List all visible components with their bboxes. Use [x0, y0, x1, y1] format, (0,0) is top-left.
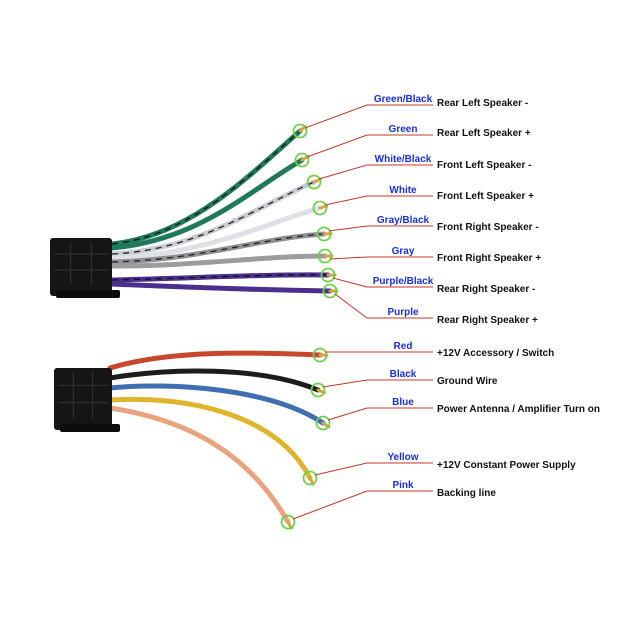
leader-line: [334, 293, 433, 319]
wire-color-label: Gray: [392, 246, 415, 257]
marker-circle: [294, 152, 310, 168]
marker-circle: [317, 248, 333, 264]
wire-insulation: [109, 253, 328, 269]
leader-line: [327, 407, 433, 421]
marker-circle: [312, 200, 328, 216]
bottom-connector: [54, 368, 120, 432]
marker-circle: [302, 470, 318, 486]
wire-function-label: Rear Left Speaker -: [437, 98, 528, 109]
leaders-layer: [280, 104, 433, 530]
marker-circle: [312, 347, 328, 363]
wire-function-label: Backing line: [437, 488, 496, 499]
wire-color-label: Red: [394, 341, 413, 352]
wire-insulation: [107, 350, 323, 371]
connector-body: [50, 238, 112, 296]
leader-line: [324, 195, 433, 206]
wire-color-label: Gray/Black: [377, 215, 430, 226]
marker-circle: [320, 267, 336, 283]
wire-insulation: [107, 396, 313, 481]
wire-color-label: Green/Black: [374, 94, 433, 105]
wire-color-label: Purple: [387, 307, 419, 318]
wire-stripe: [111, 130, 301, 245]
wire-function-label: Rear Right Speaker +: [437, 315, 538, 326]
leader-line: [304, 104, 433, 129]
wire-top-green-black: [109, 124, 307, 247]
wire-function-label: Ground Wire: [437, 376, 498, 387]
connector-latch: [60, 424, 120, 432]
wire-bottom-red: [107, 350, 329, 371]
wire-insulation: [109, 128, 303, 247]
wire-top-purple: [109, 281, 339, 294]
wire-insulation: [109, 281, 333, 294]
wire-function-label: +12V Accessory / Switch: [437, 348, 554, 359]
wire-insulation: [107, 405, 291, 525]
leader-line: [322, 379, 433, 388]
wire-function-label: Rear Left Speaker +: [437, 128, 531, 139]
wire-function-label: Front Left Speaker +: [437, 191, 534, 202]
marker-circle: [316, 226, 332, 242]
wire-color-label: Purple/Black: [373, 276, 434, 287]
marker-circle: [280, 514, 296, 530]
leader-line: [329, 256, 433, 260]
wire-function-label: Front Right Speaker +: [437, 253, 541, 264]
wire-insulation: [109, 179, 317, 257]
marker-circle: [310, 382, 326, 398]
wire-function-label: +12V Constant Power Supply: [437, 460, 576, 471]
wire-insulation: [107, 368, 321, 393]
wire-stripe: [111, 233, 325, 263]
wire-insulation: [107, 383, 326, 426]
wire-top-purple-black: [109, 272, 337, 283]
marker-circle: [315, 415, 331, 431]
wire-color-label: Black: [390, 369, 417, 380]
wire-function-label: Rear Right Speaker -: [437, 284, 535, 295]
wire-color-label: White: [389, 185, 417, 196]
leader-line: [292, 490, 433, 520]
marker-circle: [306, 174, 322, 190]
top-connector: [50, 238, 120, 298]
leader-line: [314, 462, 433, 476]
wire-color-label: Blue: [392, 397, 414, 408]
connectors-layer: [50, 238, 120, 432]
leader-line: [306, 134, 433, 158]
wire-function-label: Front Right Speaker -: [437, 222, 539, 233]
wire-color-label: Green: [389, 124, 418, 135]
wire-color-label: White/Black: [375, 154, 432, 165]
wire-function-label: Front Left Speaker -: [437, 160, 531, 171]
wires-layer: [107, 124, 339, 530]
wire-function-label: Power Antenna / Amplifier Turn on: [437, 404, 600, 415]
wire-insulation: [109, 272, 331, 283]
leader-line: [318, 164, 433, 180]
marker-circle: [292, 123, 308, 139]
wire-insulation: [109, 157, 305, 251]
wire-color-label: Yellow: [387, 452, 418, 463]
wire-bottom-pink: [107, 405, 293, 530]
wire-color-label: Pink: [392, 480, 414, 491]
wire-bottom-blue: [107, 383, 331, 429]
marker-circle: [322, 283, 338, 299]
leader-line: [328, 225, 433, 232]
connector-body: [54, 368, 112, 430]
leader-line: [332, 277, 433, 288]
wire-insulation: [109, 205, 323, 261]
connector-latch: [56, 290, 120, 298]
